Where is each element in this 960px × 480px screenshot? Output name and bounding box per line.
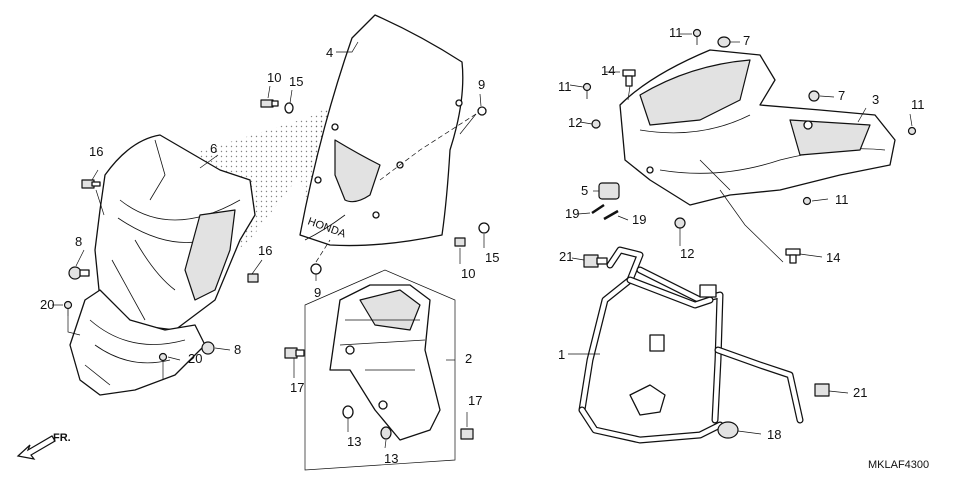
callout-number: 1 bbox=[558, 347, 565, 362]
screw-icon bbox=[603, 209, 619, 221]
callout-number: 19 bbox=[565, 206, 579, 221]
callout-number: 2 bbox=[465, 351, 472, 366]
bolt-icon bbox=[460, 428, 474, 440]
callout-number: 14 bbox=[601, 63, 615, 78]
direction-label: FR. bbox=[53, 432, 71, 444]
callout-number: 5 bbox=[581, 183, 588, 198]
callout-number: 20 bbox=[40, 297, 54, 312]
bolt-icon bbox=[814, 383, 830, 397]
callout-number: 12 bbox=[568, 115, 582, 130]
clip-icon bbox=[622, 69, 636, 87]
callout-number: 6 bbox=[210, 141, 217, 156]
callout-number: 11 bbox=[911, 97, 925, 112]
callout-number: 9 bbox=[478, 77, 485, 92]
callout-number: 14 bbox=[826, 250, 840, 265]
bolt-icon bbox=[201, 341, 215, 355]
callout-number: 18 bbox=[767, 427, 781, 442]
screw-icon bbox=[591, 203, 605, 215]
callout-numbers: 1234567788991010111111111212131314141515… bbox=[40, 25, 925, 466]
callout-number: 11 bbox=[558, 79, 572, 94]
callout-number: 19 bbox=[632, 212, 646, 227]
callout-number: 15 bbox=[289, 74, 303, 89]
grommet-icon bbox=[477, 106, 487, 116]
washer-icon bbox=[478, 222, 490, 234]
lower-cowl bbox=[69, 289, 206, 396]
bolt-icon bbox=[284, 347, 305, 359]
callout-number: 7 bbox=[838, 88, 845, 103]
grommet-icon bbox=[674, 217, 686, 229]
callout-number: 13 bbox=[347, 434, 361, 449]
bolt-icon bbox=[68, 266, 90, 280]
callout-number: 16 bbox=[89, 144, 103, 159]
callout-number: 7 bbox=[743, 33, 750, 48]
callout-number: 16 bbox=[258, 243, 272, 258]
bolt-icon bbox=[583, 254, 608, 268]
callout-number: 9 bbox=[314, 285, 321, 300]
switch-icon bbox=[598, 182, 620, 200]
screw-icon bbox=[907, 126, 917, 136]
callout-number: 17 bbox=[468, 393, 482, 408]
fairing-stay bbox=[578, 246, 804, 444]
bolt-icon bbox=[81, 179, 101, 189]
callout-number: 4 bbox=[326, 45, 333, 60]
screw-icon bbox=[582, 82, 592, 99]
callout-number: 3 bbox=[872, 92, 879, 107]
callout-number: 13 bbox=[384, 451, 398, 466]
callout-number: 8 bbox=[75, 234, 82, 249]
callout-number: 21 bbox=[559, 249, 573, 264]
inner-fairing bbox=[619, 49, 896, 206]
screw-icon bbox=[63, 300, 73, 316]
front-direction-arrow: FR. bbox=[16, 432, 71, 460]
callout-number: 11 bbox=[669, 25, 683, 40]
diagram-code: MKLAF4300 bbox=[868, 459, 929, 471]
grommet-icon bbox=[591, 119, 601, 129]
bolt-icon bbox=[454, 237, 466, 247]
grommet-icon bbox=[808, 90, 820, 102]
grommet-icon bbox=[342, 405, 354, 419]
windscreen: HONDA bbox=[299, 14, 464, 247]
fasteners bbox=[63, 28, 917, 440]
callout-number: 17 bbox=[290, 380, 304, 395]
callout-number: 20 bbox=[188, 351, 202, 366]
callout-number: 8 bbox=[234, 342, 241, 357]
grommet-icon bbox=[380, 426, 392, 440]
callout-number: 11 bbox=[835, 192, 849, 207]
callout-number: 15 bbox=[485, 250, 499, 265]
grommet-icon bbox=[717, 36, 731, 48]
screw-icon bbox=[692, 28, 702, 45]
headlight-cowl bbox=[94, 134, 256, 331]
screw-icon bbox=[802, 196, 812, 206]
washer-icon bbox=[284, 102, 294, 114]
callout-number: 12 bbox=[680, 246, 694, 261]
screw-icon bbox=[158, 352, 168, 362]
clip-icon bbox=[785, 248, 801, 264]
meter-panel bbox=[304, 269, 456, 471]
callout-number: 21 bbox=[853, 385, 867, 400]
leader-lines bbox=[52, 33, 913, 449]
callout-number: 10 bbox=[461, 266, 475, 281]
bolt-icon bbox=[247, 273, 259, 283]
callout-number: 10 bbox=[267, 70, 281, 85]
grommet-icon bbox=[310, 263, 322, 275]
bolt-icon bbox=[260, 99, 279, 108]
bolt-icon bbox=[717, 421, 739, 439]
